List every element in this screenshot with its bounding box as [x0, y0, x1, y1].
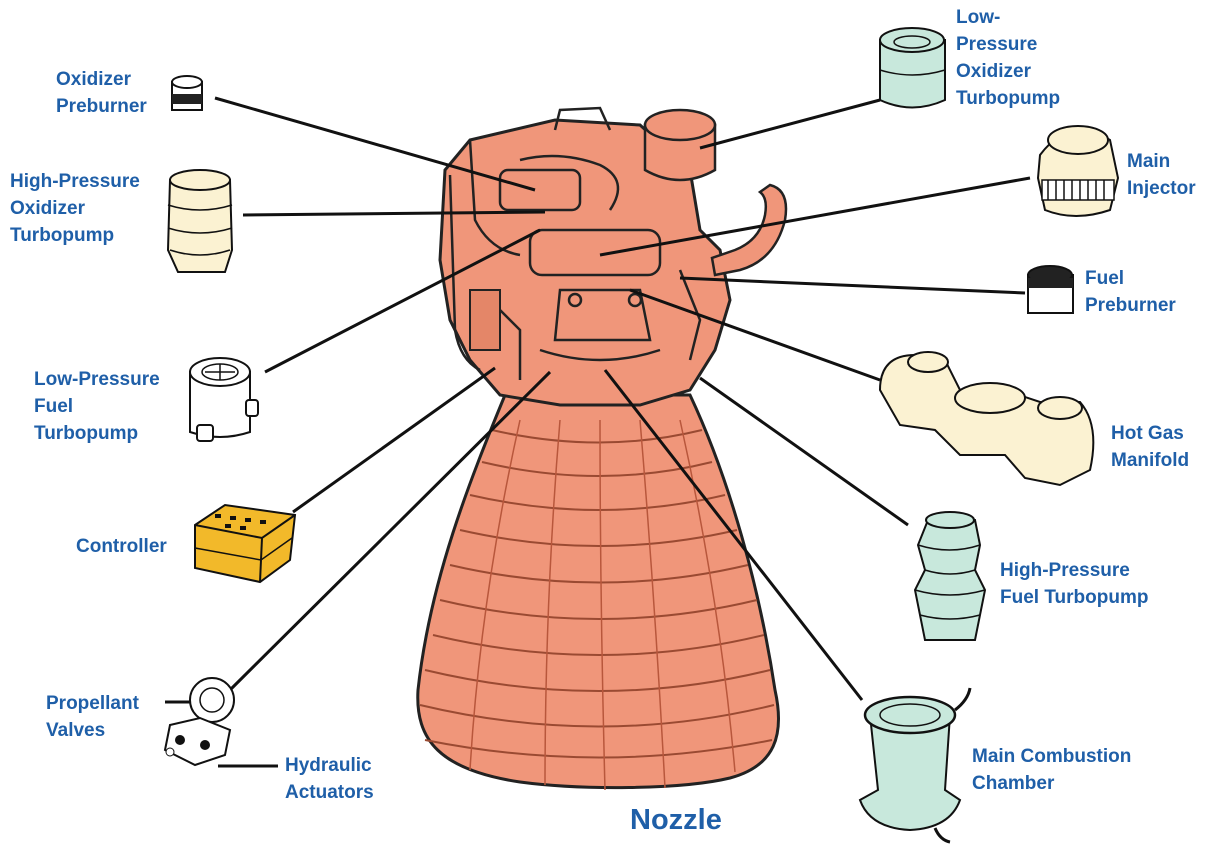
lp-fuel-turbopump-icon [190, 358, 258, 441]
combustion-chamber-icon [860, 688, 970, 842]
label-oxidizer-preburner: Oxidizer Preburner [56, 66, 147, 120]
label-lp-fuel-turbopump: Low-Pressure Fuel Turbopump [34, 366, 160, 447]
leader-fuel-preburner [680, 278, 1025, 293]
fuel-preburner-icon [1028, 266, 1073, 313]
lpotp-on-engine [645, 110, 715, 180]
nozzle-bell [418, 395, 779, 788]
label-hp-fuel-turbopump: High-Pressure Fuel Turbopump [1000, 557, 1148, 611]
label-nozzle: Nozzle [630, 804, 722, 836]
hp-oxidizer-turbopump-icon [168, 170, 232, 272]
oxidizer-preburner-icon [172, 76, 202, 110]
lp-oxidizer-turbopump-icon [880, 28, 945, 108]
valve-icon [165, 678, 234, 765]
label-main-combustion-chamber: Main Combustion Chamber [972, 743, 1131, 797]
label-hydraulic-actuators: Hydraulic Actuators [285, 752, 374, 806]
fuel-duct [712, 185, 786, 275]
leader-lp-oxidizer-turbopump [700, 100, 880, 148]
label-propellant-valves: Propellant Valves [46, 690, 139, 744]
manifold-icon [880, 352, 1093, 485]
hp-fuel-turbopump-icon [915, 512, 985, 640]
controller-on-engine [470, 290, 500, 350]
leader-controller [293, 368, 495, 512]
label-lp-oxidizer-turbopump: Low- Pressure Oxidizer Turbopump [956, 4, 1060, 112]
label-controller: Controller [76, 533, 167, 560]
controller-box-icon [195, 505, 295, 582]
label-fuel-preburner: Fuel Preburner [1085, 265, 1176, 319]
label-main-injector: Main Injector [1127, 148, 1196, 202]
label-hp-oxidizer-turbopump: High-Pressure Oxidizer Turbopump [10, 168, 140, 249]
label-hot-gas-manifold: Hot Gas Manifold [1111, 420, 1189, 474]
injector-icon [1038, 126, 1118, 216]
